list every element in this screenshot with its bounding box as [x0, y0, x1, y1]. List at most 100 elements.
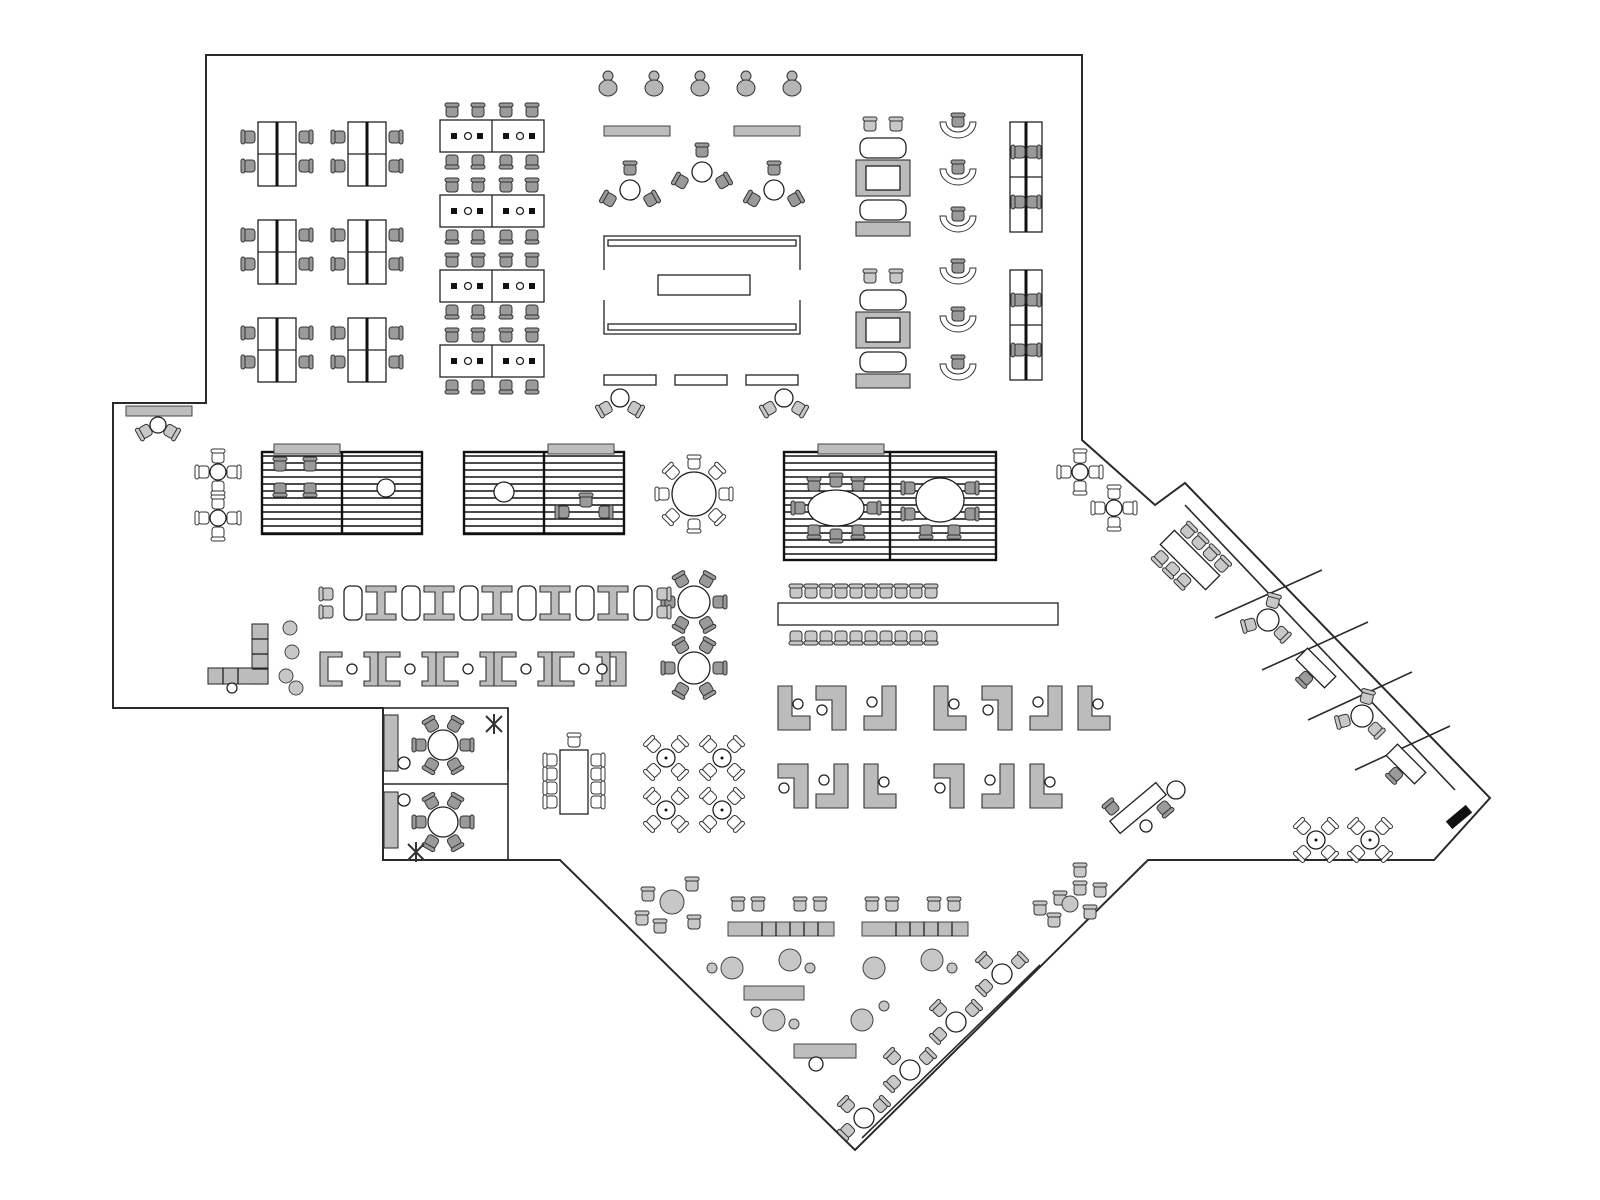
chair-seat	[499, 255, 513, 268]
chair-seat	[964, 507, 977, 521]
chair-icon	[1214, 554, 1233, 573]
chair-seat	[947, 524, 961, 537]
chair-icon	[818, 630, 834, 646]
chair-seat	[1073, 480, 1087, 493]
chair-back	[1162, 567, 1175, 580]
chair-seat	[525, 154, 539, 167]
chair-back	[837, 1095, 850, 1108]
chair-seat	[471, 304, 485, 317]
grommet	[463, 356, 473, 366]
sofa-icon	[365, 585, 397, 621]
chair-back	[272, 456, 288, 462]
power-box	[451, 133, 457, 139]
chair-seat	[471, 330, 485, 343]
chair-back	[498, 389, 514, 395]
plant-icon	[750, 1006, 762, 1018]
chair-back	[924, 1047, 937, 1060]
l-workstation	[1029, 763, 1063, 809]
chair-seat	[1083, 907, 1097, 920]
plant-icon	[778, 948, 802, 972]
chair-seat	[924, 586, 938, 599]
chair-seat	[590, 753, 603, 767]
chair-seat	[695, 145, 709, 158]
grommet	[515, 356, 525, 366]
cafe-table-set	[699, 787, 745, 833]
focus-pods-zone	[260, 443, 998, 562]
stool-icon	[774, 388, 794, 408]
chair-icon	[718, 486, 734, 502]
chair-seat	[951, 309, 965, 322]
chair-icon	[298, 256, 314, 272]
person-icon	[598, 70, 618, 97]
person-body	[644, 79, 664, 97]
chair-seat	[813, 899, 827, 912]
chair-icon	[818, 583, 834, 599]
chair-seat	[947, 899, 961, 912]
plant-icon	[278, 668, 294, 684]
chair-seat	[243, 355, 256, 369]
chair-back	[470, 389, 486, 395]
bench-icon	[603, 374, 657, 386]
chair-back	[950, 112, 966, 118]
chair-back	[210, 448, 226, 454]
chair-back	[240, 227, 246, 243]
chair-back	[974, 480, 980, 496]
chair-back	[671, 623, 686, 634]
chair-back	[524, 164, 540, 170]
chair-icon	[926, 896, 942, 912]
chair-icon	[421, 834, 440, 853]
chair-icon	[1088, 464, 1104, 480]
chair-seat	[687, 917, 701, 930]
chair-icon	[388, 129, 404, 145]
table-center	[720, 756, 724, 760]
angled-desk	[1150, 520, 1233, 591]
chair-back	[702, 570, 717, 581]
plant-icon	[659, 889, 685, 915]
stool-icon	[866, 696, 878, 708]
bench-desk-cluster	[240, 219, 314, 285]
chair-icon	[656, 604, 672, 620]
team-tables-zone	[439, 102, 545, 395]
chair-icon	[1180, 520, 1199, 539]
chair-icon	[421, 714, 440, 733]
chair-seat	[197, 465, 210, 479]
chair-icon	[698, 570, 717, 588]
chair-back	[676, 820, 689, 833]
chair-icon	[134, 423, 153, 442]
booth-stack	[855, 268, 911, 389]
plant-icon	[850, 1008, 874, 1032]
chair-icon	[498, 327, 514, 343]
chair-icon	[444, 102, 460, 118]
chair-icon	[444, 229, 460, 245]
plant-icon	[720, 956, 744, 980]
stool-icon	[816, 704, 828, 716]
credenza	[383, 791, 411, 849]
chair-back	[542, 766, 548, 782]
chair-seat	[211, 451, 225, 464]
chair-icon	[302, 456, 318, 472]
chair-icon	[634, 910, 650, 926]
chair-seat	[903, 481, 916, 495]
chair-back	[732, 768, 745, 781]
grommet	[515, 131, 525, 141]
chair-seat	[1026, 293, 1039, 307]
chair-icon	[643, 735, 662, 754]
chair-back	[398, 325, 404, 341]
chair-back	[240, 158, 246, 174]
chair-seat	[793, 899, 807, 912]
plant-icon	[804, 962, 816, 974]
chair-back	[1072, 880, 1088, 886]
chair-seat	[1013, 293, 1026, 307]
desk-top	[863, 685, 897, 731]
chair-icon	[590, 766, 606, 782]
chair-icon	[726, 814, 745, 833]
chair-icon	[194, 464, 210, 480]
chair-icon	[272, 456, 288, 472]
chair-seat	[1047, 915, 1061, 928]
chair-icon	[1010, 951, 1029, 970]
chair-back	[671, 636, 686, 647]
chair-back	[498, 327, 514, 333]
chair-back	[661, 461, 674, 474]
plant-icon	[284, 644, 300, 660]
window-table	[975, 951, 1029, 997]
